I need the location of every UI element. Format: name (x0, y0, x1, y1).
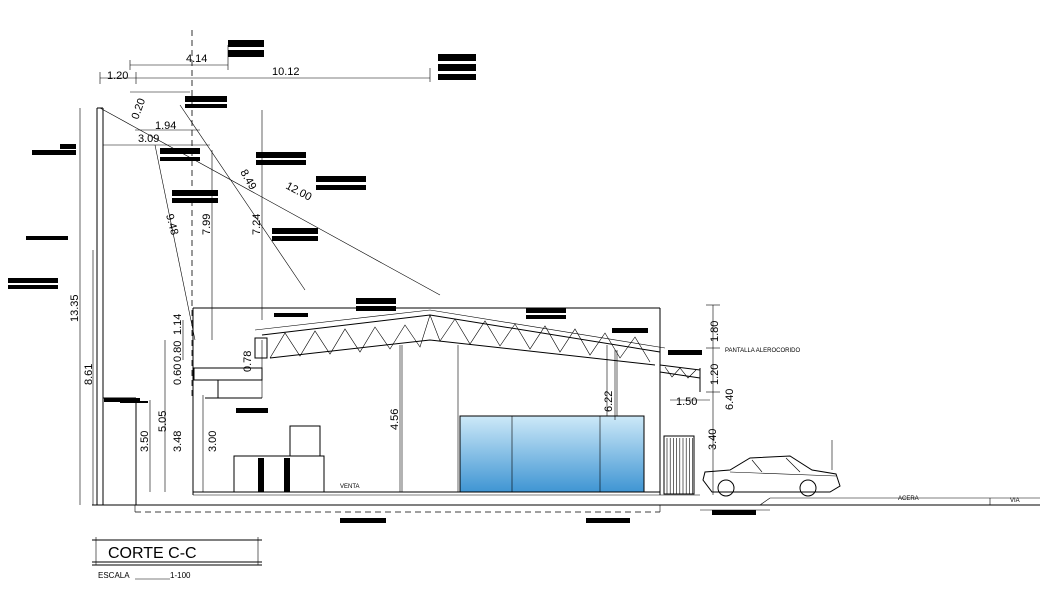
tag (712, 510, 756, 515)
tag (185, 104, 227, 108)
dim-3-48: 3.48 (172, 431, 184, 452)
dim-7-99: 7.99 (201, 214, 213, 235)
tag (236, 408, 268, 413)
tag (356, 298, 396, 304)
tag (668, 350, 702, 355)
tag (256, 160, 306, 165)
label-venta: VENTA (340, 484, 360, 490)
drawing-title: CORTE C-C (108, 545, 197, 562)
tag (160, 157, 200, 161)
dim-4-14: 4.14 (186, 53, 207, 65)
tag (32, 150, 76, 155)
tag (612, 328, 648, 333)
tag (586, 518, 630, 523)
tag (104, 398, 140, 402)
tag (256, 152, 306, 158)
tag (272, 228, 318, 234)
dimension-labels: 4.14 10.12 1.20 0.20 1.94 3.09 8.49 12.0… (69, 53, 736, 452)
car-wheel-front (717, 479, 735, 497)
dim-3-09: 3.09 (138, 133, 159, 145)
tag (160, 148, 200, 154)
dim-7-24: 7.24 (251, 214, 263, 235)
dim-0-80: 0.80 (172, 341, 184, 362)
tag (526, 315, 566, 319)
right-dimension-lines (670, 304, 833, 495)
roof-truss (254, 309, 701, 392)
dim-1-50: 1.50 (676, 396, 697, 408)
dim-8-49: 8.49 (237, 168, 258, 193)
car-wheel-rear (799, 479, 817, 497)
label-pantalla: PANTALLA ALEROCORIDO (725, 348, 800, 354)
tag (438, 54, 476, 61)
annotation-tags (8, 40, 756, 523)
label-via: VIA (1010, 498, 1020, 504)
tag (172, 198, 218, 203)
storage-boxes (233, 425, 325, 493)
tag (356, 306, 396, 311)
tag (26, 236, 68, 240)
dim-9-48: 9.48 (163, 213, 180, 237)
dim-0-60: 0.60 (172, 364, 184, 385)
dim-0-78: 0.78 (242, 351, 254, 372)
dim-12-00: 12.00 (284, 180, 314, 204)
tag (340, 518, 386, 523)
box-divider-1 (258, 458, 264, 492)
dim-6-40: 6.40 (724, 389, 736, 410)
tag (438, 64, 476, 71)
car (702, 455, 841, 497)
dim-8-61: 8.61 (83, 364, 95, 385)
small-labels: VENTA ACERA VIA PANTALLA ALEROCORIDO (340, 348, 1020, 504)
tag (526, 308, 566, 313)
dim-1-14: 1.14 (172, 314, 184, 335)
dim-4-56: 4.56 (389, 409, 401, 430)
dim-0-20: 0.20 (130, 97, 149, 121)
fence-gate (663, 435, 695, 495)
tag (228, 50, 264, 57)
dim-1-80: 1.80 (709, 321, 721, 342)
dim-3-00: 3.00 (207, 431, 219, 452)
dim-3-40: 3.40 (707, 429, 719, 450)
dim-10-12: 10.12 (272, 66, 300, 78)
scale-value: 1-100 (170, 571, 191, 580)
tag (228, 40, 264, 47)
dim-1-20-top: 1.20 (107, 70, 128, 82)
dim-5-05: 5.05 (157, 411, 169, 432)
tag (272, 236, 318, 241)
tag (316, 185, 366, 190)
title-block: CORTE C-C ESCALA 1-100 (92, 537, 262, 580)
label-acera: ACERA (898, 496, 919, 502)
tag (185, 96, 227, 102)
box-divider-2 (284, 458, 290, 492)
dim-1-94: 1.94 (155, 120, 176, 132)
top-dimensions (99, 45, 431, 84)
dim-13-35: 13.35 (69, 294, 81, 322)
tag (8, 278, 58, 283)
left-dimension-lines (79, 108, 616, 505)
ground-line (92, 494, 1040, 513)
dim-3-50: 3.50 (139, 431, 151, 452)
glass-facade (459, 415, 645, 493)
dim-6-22: 6.22 (603, 391, 615, 412)
tag (274, 313, 308, 317)
tag (8, 285, 58, 289)
tag (438, 74, 476, 80)
tag (316, 176, 366, 182)
dim-1-20-right: 1.20 (709, 364, 721, 385)
roof-leaders (99, 91, 441, 341)
tag (172, 190, 218, 196)
scale-label: ESCALA (98, 571, 130, 580)
tag (60, 144, 76, 149)
